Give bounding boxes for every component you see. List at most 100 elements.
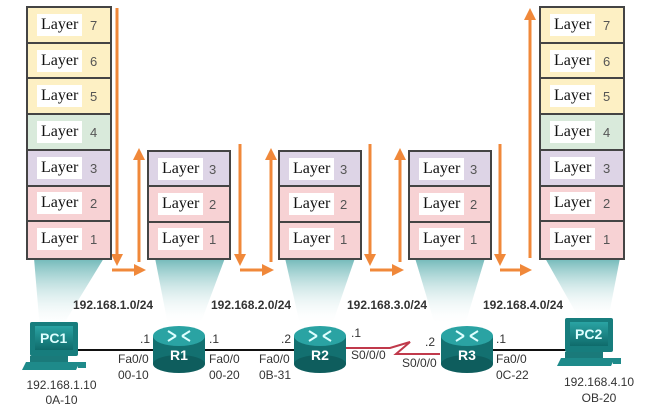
layer-label: Layer [550, 228, 596, 251]
layer-6: Layer 6 [28, 43, 110, 78]
r1-name: R1 [170, 347, 188, 363]
layer-number: 1 [90, 232, 98, 248]
r1-left-host: .1 [140, 332, 151, 346]
beam-r2 [285, 258, 355, 325]
pc1-mac: 0A-10 [45, 393, 78, 407]
layer-number: 5 [603, 89, 611, 105]
layer-label: Layer [289, 228, 335, 251]
layer-7: Layer 7 [28, 8, 110, 42]
layer-label: Layer [37, 120, 83, 143]
network-label-4: 192.168.4.0/24 [483, 298, 564, 312]
r1-left-mac: 00-10 [118, 368, 149, 382]
r2-right-port: S0/0/0 [351, 348, 386, 362]
layer-number: 6 [603, 53, 611, 69]
layer-number: 1 [603, 232, 611, 248]
layer-label: Layer [37, 228, 83, 251]
layer-label: Layer [550, 49, 596, 72]
pc1-name: PC1 [40, 330, 68, 346]
layer-number: 2 [209, 196, 217, 212]
router-r2-icon[interactable] [294, 326, 346, 373]
router-r1-icon[interactable] [153, 326, 205, 373]
beam-r1 [155, 258, 225, 325]
layer-7: Layer 7 [541, 8, 623, 42]
layer-number: 3 [603, 160, 611, 176]
network-label-2: 192.168.2.0/24 [211, 298, 292, 312]
network-label-3: 192.168.3.0/24 [347, 298, 428, 312]
layer-number: 4 [603, 124, 611, 140]
layer-number: 6 [90, 53, 98, 69]
pc2-ip: 192.168.4.10 [563, 375, 635, 389]
layer-4: Layer 4 [541, 115, 623, 149]
layer-label: Layer [37, 156, 83, 179]
pc1-ip: 192.168.1.10 [26, 378, 97, 392]
layer-label: Layer [550, 13, 596, 36]
layer-5: Layer 5 [28, 79, 110, 114]
r3-name: R3 [458, 347, 476, 363]
pc1-icon[interactable] [22, 322, 86, 370]
r1-right-host: .1 [209, 332, 220, 346]
layer-label: Layer [37, 85, 83, 108]
layer-3: Layer 3 [541, 150, 623, 185]
layer-number: 3 [209, 161, 217, 177]
layer-number: 2 [340, 196, 348, 212]
r1-right-mac: 00-20 [209, 368, 240, 382]
layer-label: Layer [550, 192, 596, 215]
r2-left-host: .2 [281, 332, 292, 346]
layer-label: Layer [37, 192, 83, 215]
layer-number: 2 [470, 196, 478, 212]
layer-label: Layer [550, 85, 596, 108]
pc2-name: PC2 [575, 326, 603, 342]
layer-1: Layer 1 [28, 222, 110, 258]
layer-number: 1 [209, 232, 217, 248]
layer-label: Layer [289, 157, 335, 180]
r2-left-mac: 0B-31 [259, 368, 292, 382]
r3-right-mac: 0C-22 [496, 368, 529, 382]
r3-right-host: .1 [496, 332, 507, 346]
layer-number: 4 [90, 124, 98, 140]
r2-left-port: Fa0/0 [259, 352, 290, 366]
layer-number: 5 [90, 89, 98, 105]
link-r2-r3-serial [340, 341, 440, 355]
layer-label: Layer [550, 120, 596, 143]
layer-2: Layer 2 [149, 187, 229, 221]
layer-label: Layer [37, 13, 83, 36]
layer-label: Layer [550, 156, 596, 179]
pc2-icon[interactable] [557, 318, 621, 366]
layer-1: Layer 1 [280, 222, 360, 258]
layer-number: 7 [603, 17, 611, 33]
layer-5: Layer 5 [541, 79, 623, 114]
network-label-1: 192.168.1.0/24 [73, 298, 154, 312]
beam-pc2 [545, 258, 620, 320]
layer-3: Layer 3 [280, 152, 360, 186]
layer-number: 2 [90, 196, 98, 212]
layer-number: 1 [340, 232, 348, 248]
layer-4: Layer 4 [28, 115, 110, 149]
r2-name: R2 [311, 347, 329, 363]
r2-right-host: .1 [351, 326, 362, 340]
beam-pc1 [34, 258, 104, 330]
layer-6: Layer 6 [541, 43, 623, 78]
layer-label: Layer [37, 49, 83, 72]
pc2-mac: OB-20 [581, 391, 617, 405]
layer-number: 3 [340, 161, 348, 177]
layer-3: Layer 3 [28, 150, 110, 185]
r3-right-port: Fa0/0 [496, 352, 527, 366]
layer-label: Layer [158, 192, 204, 215]
layer-number: 7 [90, 17, 98, 33]
router-r3-icon[interactable] [441, 326, 493, 373]
layer-number: 3 [90, 160, 98, 176]
beam-r3 [415, 258, 485, 325]
r3-left-port: S0/0/0 [402, 356, 437, 370]
